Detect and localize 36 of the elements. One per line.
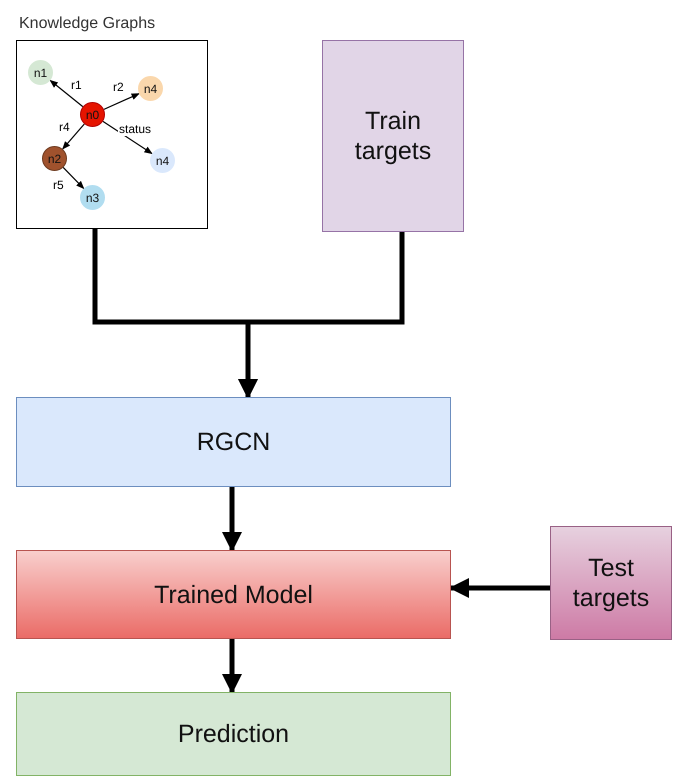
model-box xyxy=(16,550,451,639)
graph-node-circle xyxy=(42,146,67,171)
node-label: n4 xyxy=(144,80,158,98)
node-label: n2 xyxy=(48,150,62,168)
relation-arrow xyxy=(62,124,85,150)
graph-node-circle xyxy=(138,76,163,101)
edge-label: status xyxy=(118,123,152,136)
box-label: Trained Model xyxy=(154,580,313,610)
data-box xyxy=(322,40,464,232)
box-label: Test targets xyxy=(572,553,650,613)
node-label: n3 xyxy=(86,190,100,206)
model-box xyxy=(16,397,451,487)
graph-node-circle xyxy=(150,148,175,173)
edge-label: r5 xyxy=(52,179,65,192)
output-box xyxy=(16,692,451,776)
node-label: n4 xyxy=(156,152,170,170)
graph-node-circle xyxy=(80,102,105,127)
relation-arrow xyxy=(50,80,84,108)
flow-arrow xyxy=(222,487,242,552)
node-label: n0 xyxy=(86,106,100,124)
box-label: Prediction xyxy=(178,719,290,749)
node-label: n1 xyxy=(34,64,48,82)
edge-label: r2 xyxy=(112,81,125,94)
edge-label: r1 xyxy=(70,79,83,92)
flow-arrow xyxy=(449,578,550,598)
relation-arrow xyxy=(62,167,84,190)
relation-arrow xyxy=(102,120,153,154)
panel-heading: Knowledge Graphs xyxy=(19,14,156,34)
data-box xyxy=(550,526,672,640)
box-label: Train targets xyxy=(354,106,432,166)
edge-label: r4 xyxy=(58,121,71,134)
graph-node-circle xyxy=(80,185,105,210)
flow-arrow xyxy=(222,639,242,694)
relation-arrow xyxy=(104,93,140,110)
box-label: RGCN xyxy=(196,427,270,457)
graph-node-circle xyxy=(28,60,53,85)
